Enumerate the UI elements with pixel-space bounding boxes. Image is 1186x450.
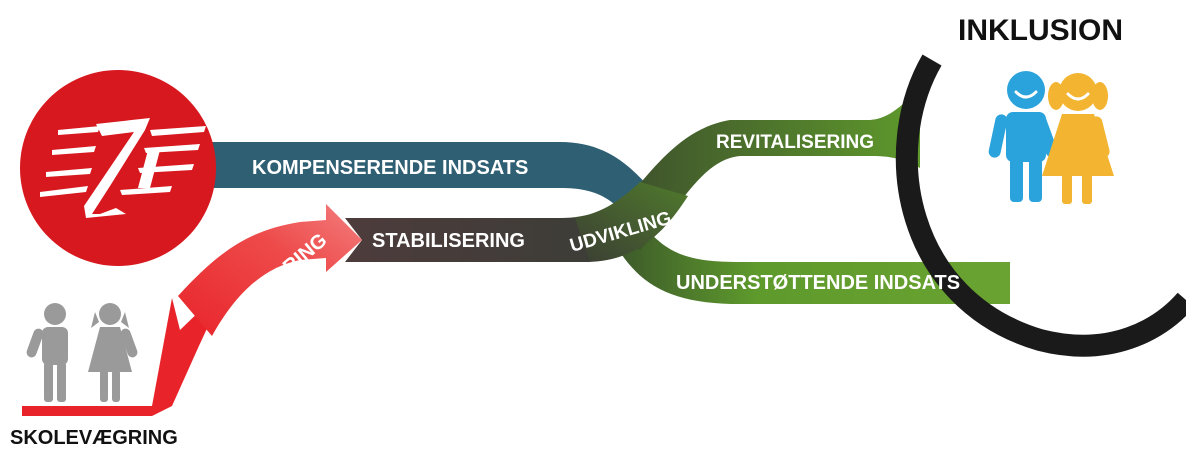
zz-logo-icon — [20, 70, 216, 266]
understottende-label: UNDERSTØTTENDE INDSATS — [676, 272, 960, 294]
happy-children-icon — [988, 71, 1114, 204]
afklaring-arrow — [178, 204, 362, 336]
revitalisering-label: REVITALISERING — [716, 132, 874, 153]
inklusion-title: INKLUSION — [958, 14, 1123, 47]
skolevaegring-label: SKOLEVÆGRING — [10, 427, 178, 449]
stabilisering-band — [345, 218, 590, 262]
revitalisering-band — [600, 92, 920, 250]
inklusion-ring — [895, 54, 1186, 357]
stabilisering-label: STABILISERING — [372, 230, 525, 252]
kompenserende-label: KOMPENSERENDE INDSATS — [252, 157, 528, 179]
grey-children-icon — [26, 303, 138, 402]
udvikling-band — [560, 182, 688, 262]
start-line — [22, 298, 210, 416]
kompenserende-band — [205, 142, 660, 232]
understottende-band — [620, 220, 1010, 304]
